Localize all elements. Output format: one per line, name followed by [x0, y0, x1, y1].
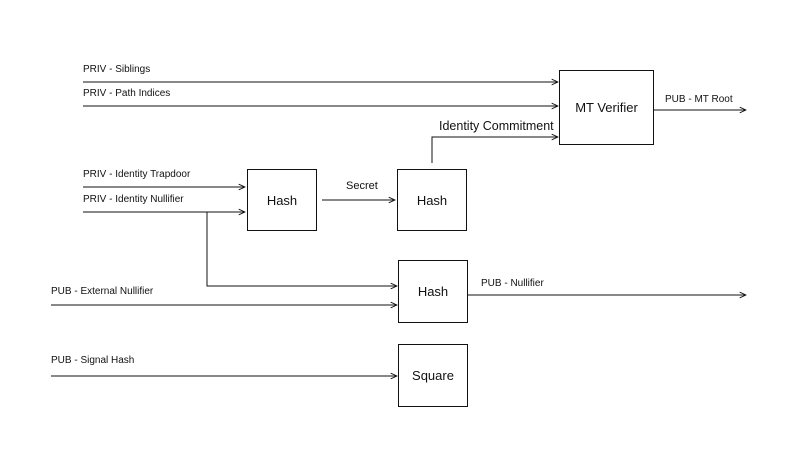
mt-verifier-box: MT Verifier	[559, 70, 654, 145]
external-nullifier-label: PUB - External Nullifier	[51, 286, 154, 297]
mt-root-label: PUB - MT Root	[665, 94, 733, 105]
nullifier-output-label: PUB - Nullifier	[481, 278, 544, 289]
hash-2-label: Hash	[416, 192, 448, 208]
identity-commitment-label: Identity Commitment	[439, 119, 554, 133]
identity-nullifier-label: PRIV - Identity Nullifier	[83, 194, 184, 205]
path-indices-label: PRIV - Path Indices	[83, 88, 171, 99]
identity-commitment-arrow	[431, 137, 558, 163]
mt-verifier-label: MT Verifier	[575, 100, 638, 115]
secret-label: Secret	[346, 180, 378, 192]
hash-box-2: Hash	[397, 169, 467, 231]
identity-trapdoor-label: PRIV - Identity Trapdoor	[83, 169, 191, 180]
hash-1-label: Hash	[266, 192, 298, 208]
hash-box-1: Hash	[247, 169, 317, 231]
square-label: Square	[412, 368, 454, 383]
hash-3-label: Hash	[417, 284, 449, 299]
hash-box-3: Hash	[398, 260, 468, 323]
signal-hash-label: PUB - Signal Hash	[51, 355, 135, 366]
nullifier-branch-arrow	[206, 212, 397, 286]
siblings-label: PRIV - Siblings	[83, 64, 151, 75]
square-box: Square	[398, 344, 468, 407]
